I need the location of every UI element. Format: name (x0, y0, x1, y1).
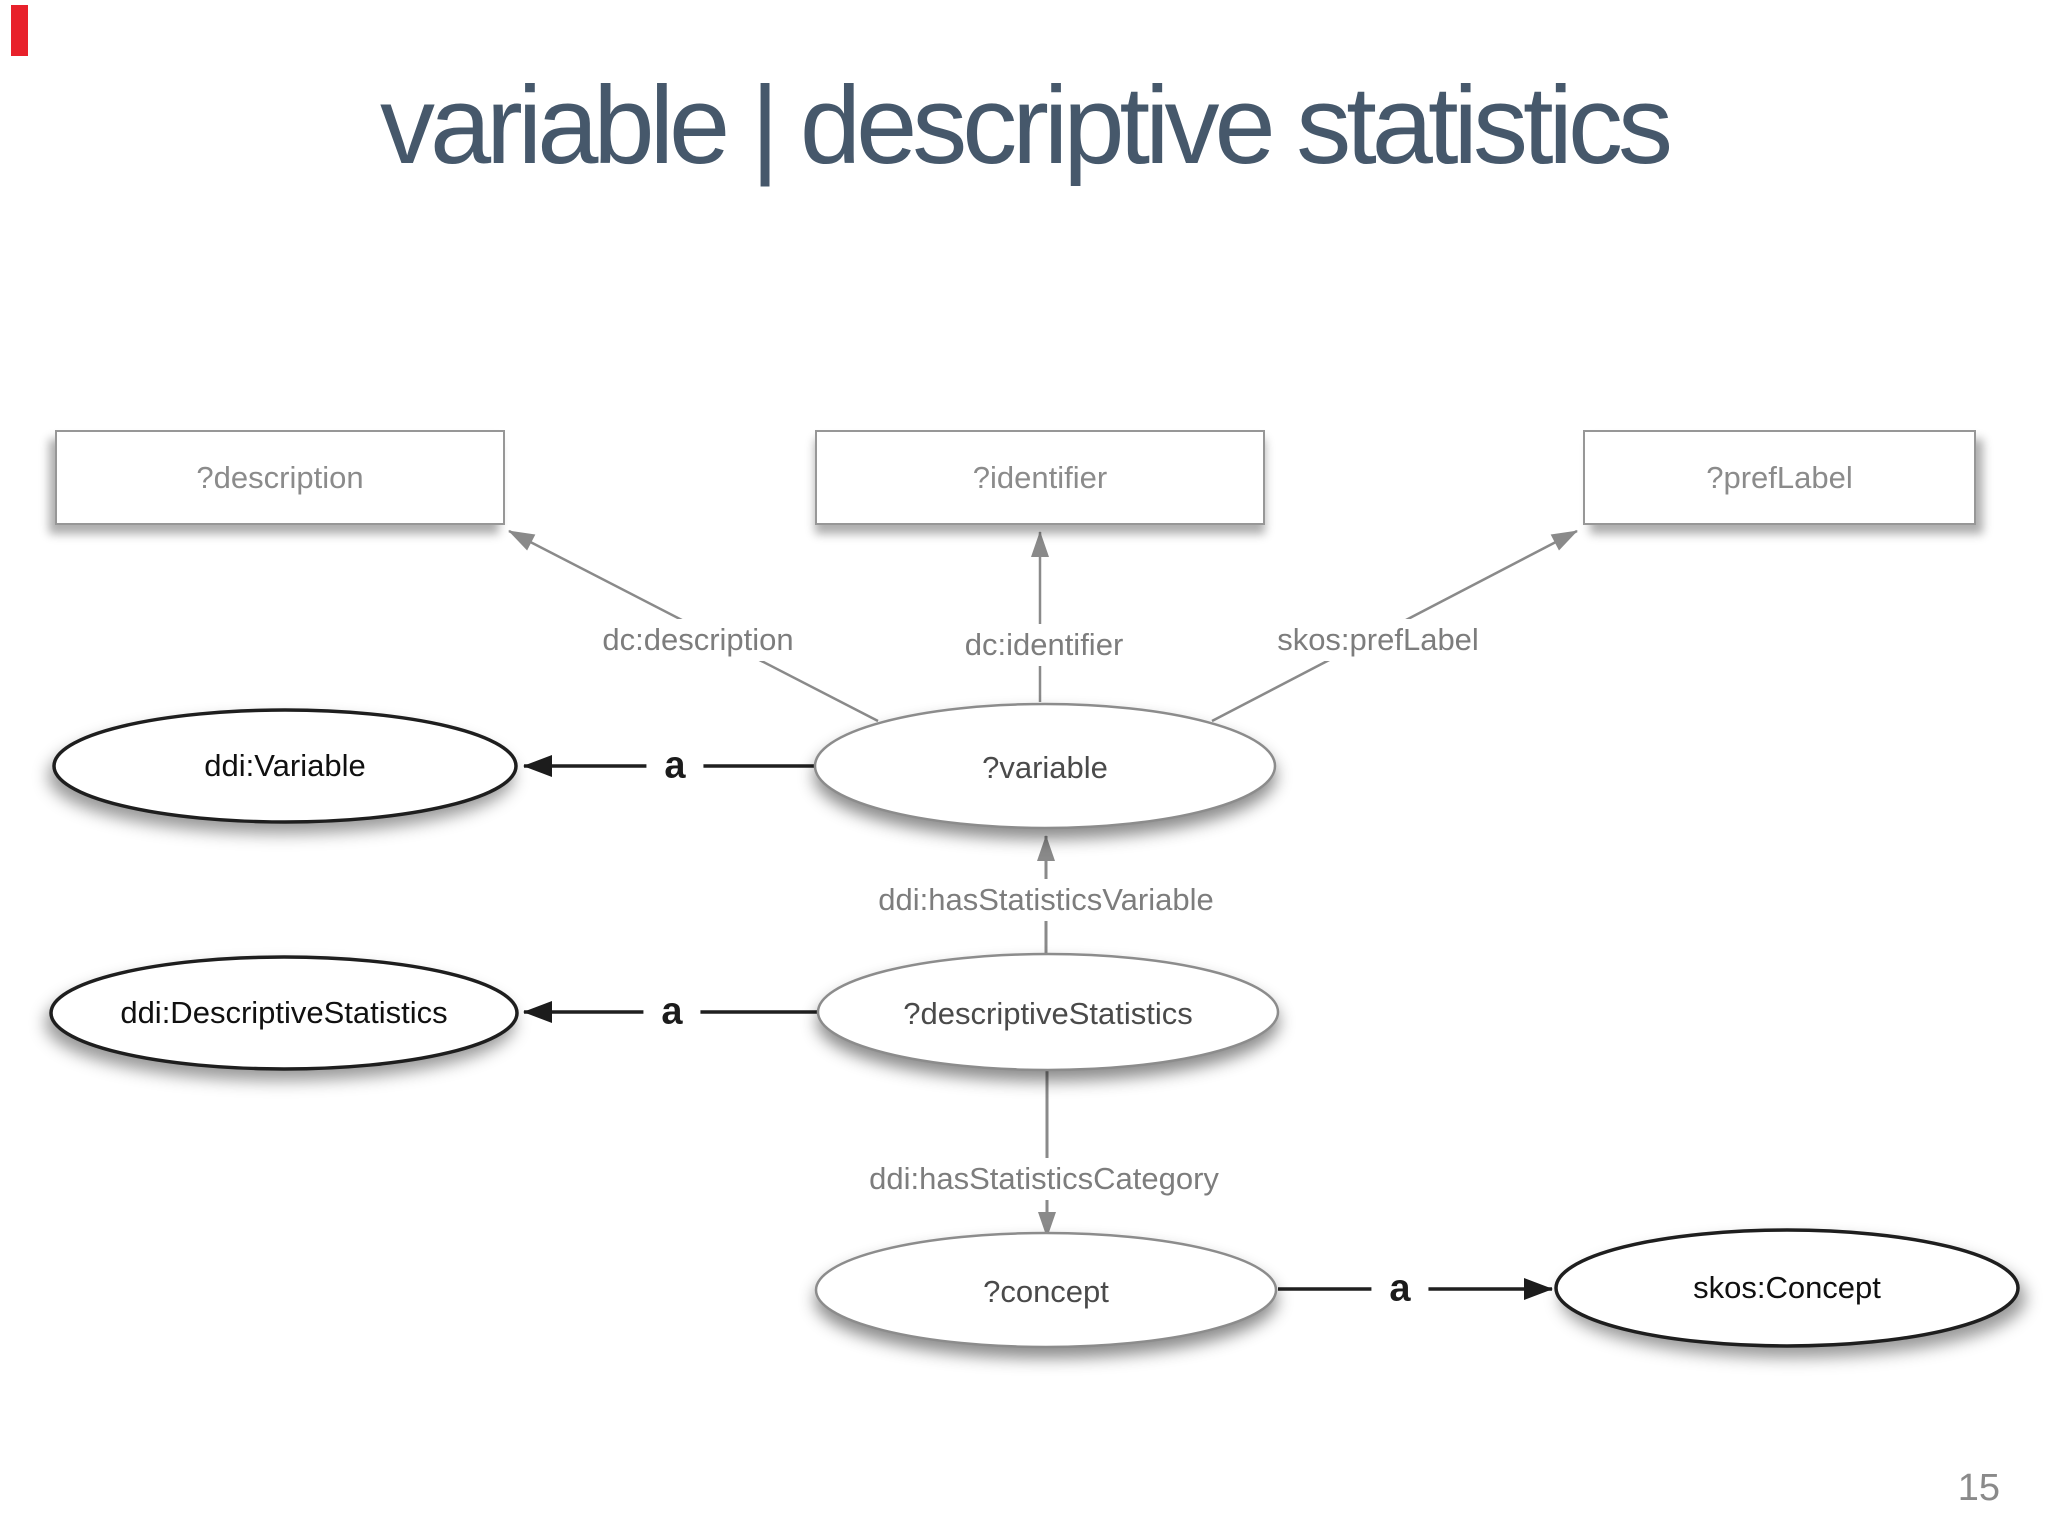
type-edge-label-descriptivestatistics: a (643, 990, 701, 1034)
ddi-descriptivestatistics-label: ddi:DescriptiveStatistics (120, 995, 448, 1030)
ddi-descriptivestatistics-ellipse (49, 955, 519, 1071)
skos-concept-ellipse (1554, 1228, 2020, 1348)
skos-concept-label: skos:Concept (1693, 1270, 1881, 1305)
preflabel-box-label: ?prefLabel (1706, 459, 1853, 495)
identifier-box: ?identifier (815, 430, 1265, 525)
slide-title: variable | descriptive statistics (380, 64, 1673, 187)
red-accent-mark (11, 5, 28, 56)
variable-label: ?variable (982, 750, 1108, 785)
dc-identifier-edge-label: dc:identifier (952, 624, 1136, 666)
descriptivestatistics-ellipse (816, 952, 1280, 1072)
type-edge-label-variable: a (646, 744, 704, 788)
type-edge-label-concept: a (1371, 1267, 1429, 1311)
skos-preflabel-edge-label: skos:prefLabel (1265, 619, 1491, 661)
ddi-hasstatisticsvariable-edge-label: ddi:hasStatisticsVariable (866, 879, 1226, 921)
identifier-box-label: ?identifier (972, 459, 1108, 495)
concept-label: ?concept (983, 1274, 1109, 1309)
ddi-hasstatisticscategory-edge-label: ddi:hasStatisticsCategory (857, 1158, 1231, 1200)
description-box: ?description (55, 430, 505, 525)
dc-description-edge-label: dc:description (590, 619, 806, 661)
ddi-variable-label: ddi:Variable (204, 748, 366, 783)
page-number: 15 (1957, 1467, 2000, 1509)
ddi-variable-ellipse (52, 708, 518, 824)
variable-ellipse (813, 702, 1277, 830)
concept-ellipse (814, 1231, 1278, 1349)
preflabel-box: ?prefLabel (1583, 430, 1976, 525)
description-box-label: ?description (196, 459, 364, 495)
descriptivestatistics-label: ?descriptiveStatistics (903, 996, 1193, 1031)
